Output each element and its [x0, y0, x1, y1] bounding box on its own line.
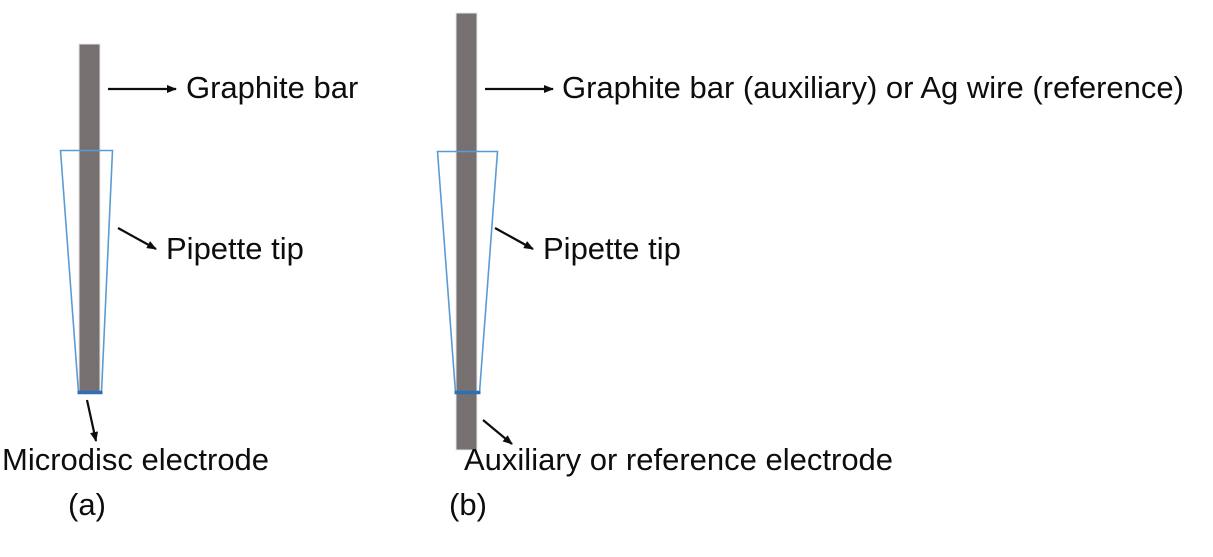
label-graphite-bar-a: Graphite bar	[186, 70, 359, 105]
graphite-bar-shape-a	[78, 43, 101, 394]
panel-a	[59, 43, 177, 442]
arrow-down-right-icon-electrode-b	[482, 419, 513, 445]
arrow-down-icon-a	[85, 399, 98, 442]
label-pipette-tip-b: Pipette tip	[543, 231, 681, 266]
arrow-down-right-icon-b	[494, 227, 534, 250]
label-microdisc-electrode-a: Microdisc electrode	[2, 442, 270, 477]
panel-label-a: (a)	[68, 487, 106, 522]
arrow-down-right-icon-a	[117, 227, 157, 250]
panel-label-b: (b)	[449, 487, 487, 522]
label-graphite-bar-b: Graphite bar (auxiliary) or Ag wire (ref…	[562, 70, 1184, 105]
graphite-bar-shape-b	[455, 12, 478, 451]
label-pipette-tip-a: Pipette tip	[166, 231, 304, 266]
panel-b	[436, 12, 554, 451]
label-auxiliary-reference-electrode-b: Auxiliary or reference electrode	[464, 442, 894, 477]
